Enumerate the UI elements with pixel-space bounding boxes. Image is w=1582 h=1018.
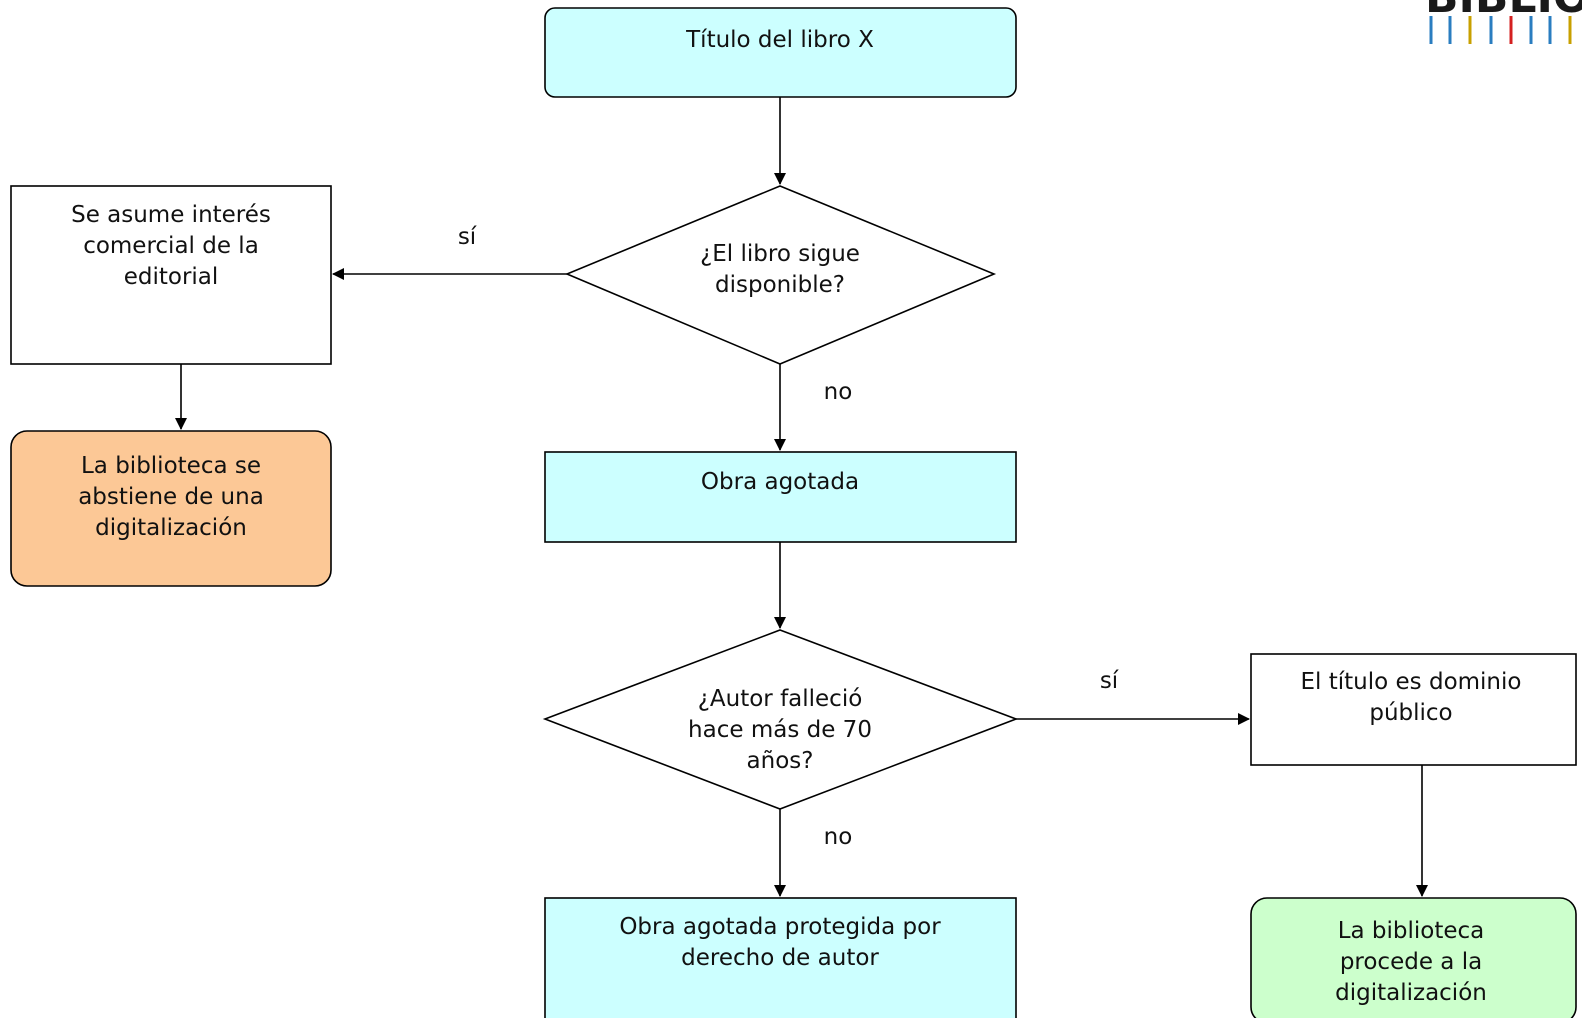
label-line: derecho de autor <box>681 945 879 971</box>
node-commercial-interest: Se asume interés comercial de la editorial <box>10 185 332 365</box>
edge-label-author-no: no <box>824 824 853 850</box>
decision-author-label: ¿Autor falleció hace más de 70 años? <box>688 686 872 774</box>
library-digitizes-shape <box>1250 897 1577 1018</box>
title-box-shape <box>544 7 1017 98</box>
out-of-print-label: Obra agotada <box>701 469 859 495</box>
logo-text: BIBLIO <box>1425 0 1582 23</box>
decision-available-label: ¿El libro sigue disponible? <box>700 241 860 298</box>
node-library-abstains: La biblioteca se abstiene de una digitaliz… <box>10 430 332 587</box>
node-decision-available: ¿El libro sigue disponible? <box>564 185 997 365</box>
label-line: editorial <box>124 264 219 290</box>
commercial-interest-label: Se asume interés comercial de la editorial <box>71 202 271 290</box>
node-title-box: Título del libro X <box>544 7 1017 98</box>
title-box-label: Título del libro X <box>685 27 874 53</box>
node-protected-work: Obra agotada protegida por derecho de aut… <box>544 897 1017 1018</box>
library-abstains-shape <box>10 430 332 587</box>
library-digitizes-label: La biblioteca procede a la digitalización <box>1335 918 1487 1006</box>
label-line: digitalización <box>1335 980 1487 1006</box>
label-line: ¿Autor falleció <box>698 686 863 712</box>
node-library-digitizes: La biblioteca procede a la digitalización <box>1250 897 1577 1018</box>
label-line: público <box>1369 700 1452 726</box>
protected-work-shape <box>544 897 1017 1018</box>
label-line: disponible? <box>715 272 845 298</box>
public-domain-label: El título es dominio público <box>1301 669 1522 726</box>
decision-author-shape <box>542 629 1019 810</box>
label-line: El título es dominio <box>1301 669 1522 695</box>
public-domain-shape <box>1250 653 1577 766</box>
label-line: Obra agotada <box>701 469 859 495</box>
edge-label-available-yes: sí <box>458 224 477 250</box>
label-line: La biblioteca <box>1338 918 1485 944</box>
edge-label-available-no: no <box>824 379 853 405</box>
label-line: hace más de 70 <box>688 717 872 743</box>
connectors <box>175 97 1428 897</box>
node-decision-author: ¿Autor falleció hace más de 70 años? <box>542 629 1019 810</box>
label-line: comercial de la <box>83 233 259 259</box>
logo-stripes <box>1429 16 1572 44</box>
biblio-logo: BIBLIO <box>1425 0 1582 44</box>
out-of-print-shape <box>544 451 1017 543</box>
library-abstains-label: La biblioteca se abstiene de una digitaliz… <box>78 453 264 541</box>
label-line: Se asume interés <box>71 202 271 228</box>
label-line: ¿El libro sigue <box>700 241 860 267</box>
label-line: años? <box>747 748 814 774</box>
protected-work-label: Obra agotada protegida por derecho de aut… <box>619 914 941 971</box>
label-line: Título del libro X <box>685 27 874 53</box>
label-line: procede a la <box>1340 949 1482 975</box>
label-line: abstiene de una <box>78 484 264 510</box>
label-line: digitalización <box>95 515 247 541</box>
decision-available-shape <box>564 185 997 365</box>
edge-label-author-yes: sí <box>1100 668 1119 694</box>
node-public-domain: El título es dominio público <box>1250 653 1577 766</box>
node-out-of-print: Obra agotada <box>544 451 1017 543</box>
label-line: Obra agotada protegida por <box>619 914 941 940</box>
commercial-interest-shape <box>10 185 332 365</box>
label-line: La biblioteca se <box>81 453 261 479</box>
